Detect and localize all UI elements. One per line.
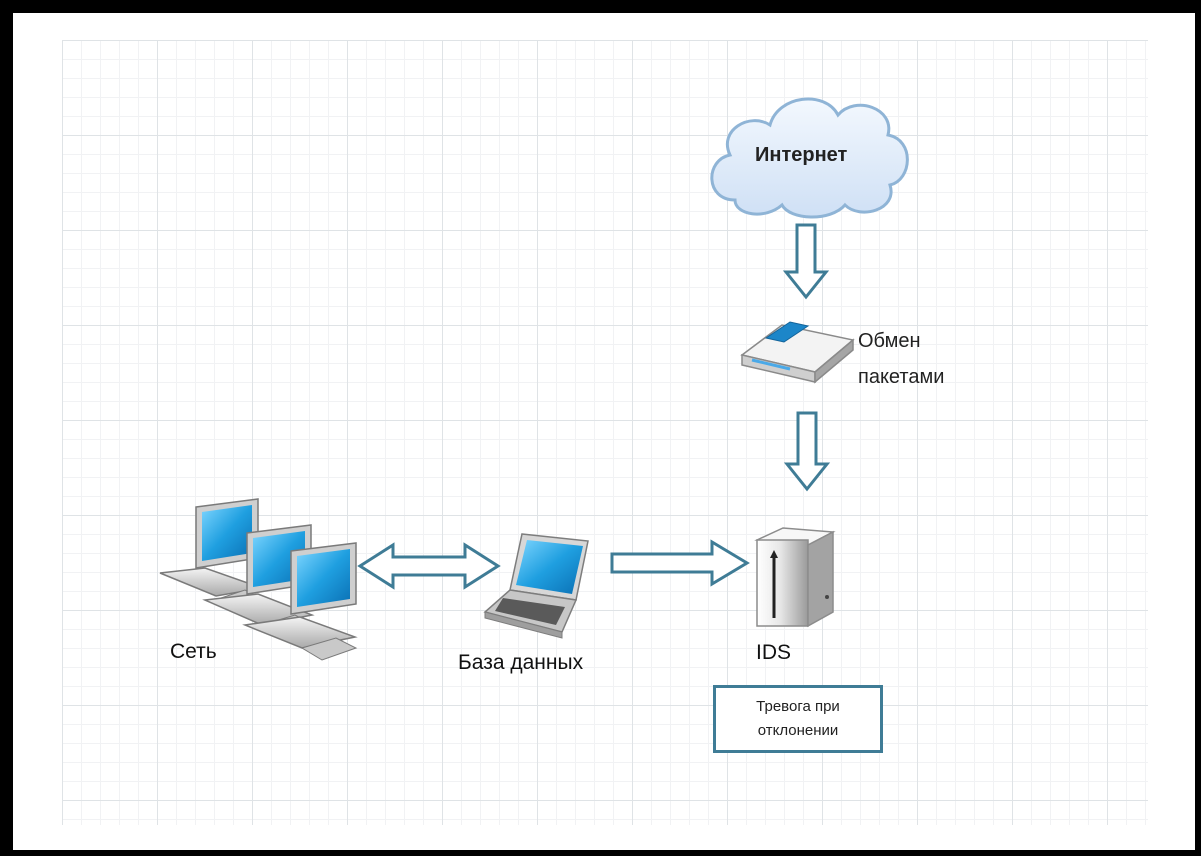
alarm-label-line1: Тревога при	[756, 698, 840, 715]
internet-label: Интернет	[755, 144, 848, 166]
computers-icon	[159, 498, 358, 661]
database-label: База данных	[458, 651, 584, 674]
router-icon	[740, 321, 855, 384]
ids-label: IDS	[756, 641, 792, 664]
packet-exchange-label-line1: Обмен	[858, 330, 921, 352]
packet-exchange-label: Обмен пакетами	[858, 323, 944, 395]
arrow-internet-to-exchange	[782, 223, 830, 300]
cloud-icon	[710, 97, 909, 219]
alarm-box: Тревога при отклонении	[713, 685, 883, 753]
network-label: Сеть	[170, 640, 217, 663]
arrow-network-database	[357, 542, 501, 590]
grid-canvas	[62, 40, 1148, 825]
arrow-database-to-ids	[610, 539, 750, 587]
alarm-label-line2: отклонении	[757, 722, 839, 739]
laptop-icon	[483, 533, 589, 639]
server-tower-icon	[754, 527, 836, 628]
packet-exchange-label-line2: пакетами	[858, 366, 945, 388]
arrow-exchange-to-ids	[783, 411, 831, 492]
